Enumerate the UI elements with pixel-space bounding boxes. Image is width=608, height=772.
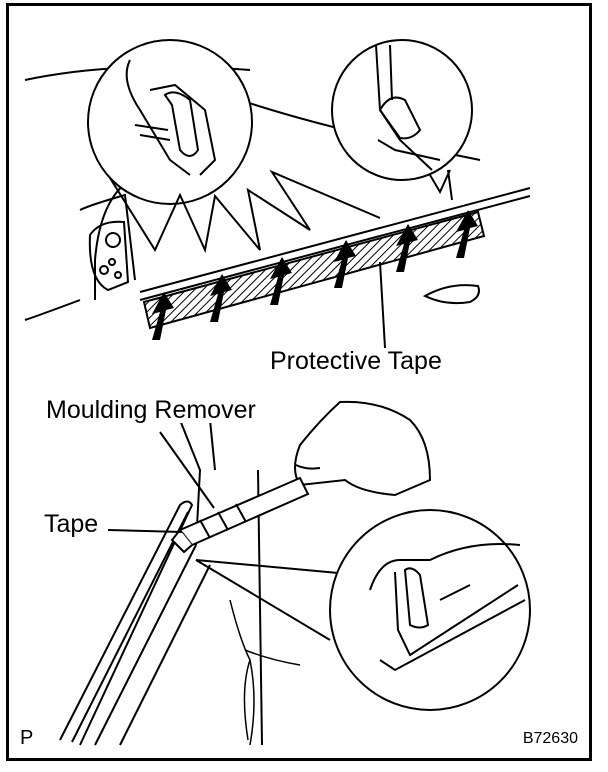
protective-tape-leader bbox=[379, 261, 386, 349]
callout-right bbox=[331, 39, 473, 195]
callout-bottom bbox=[329, 509, 531, 711]
figure-code: B72630 bbox=[522, 730, 578, 747]
door-edge bbox=[59, 419, 263, 746]
label-moulding-remover: Moulding Remover bbox=[44, 396, 258, 424]
corner-mark: P bbox=[20, 727, 34, 749]
callout-left bbox=[87, 39, 381, 254]
door-handle bbox=[422, 284, 480, 305]
cloth bbox=[229, 599, 301, 746]
callout-leaders bbox=[107, 431, 361, 641]
label-tape: Tape bbox=[42, 510, 101, 538]
label-protective-tape: Protective Tape bbox=[268, 347, 444, 375]
moulding-remover-tool bbox=[170, 476, 310, 554]
arrows bbox=[152, 210, 478, 340]
mirror-base bbox=[88, 220, 130, 292]
moulding-strip bbox=[139, 187, 531, 330]
